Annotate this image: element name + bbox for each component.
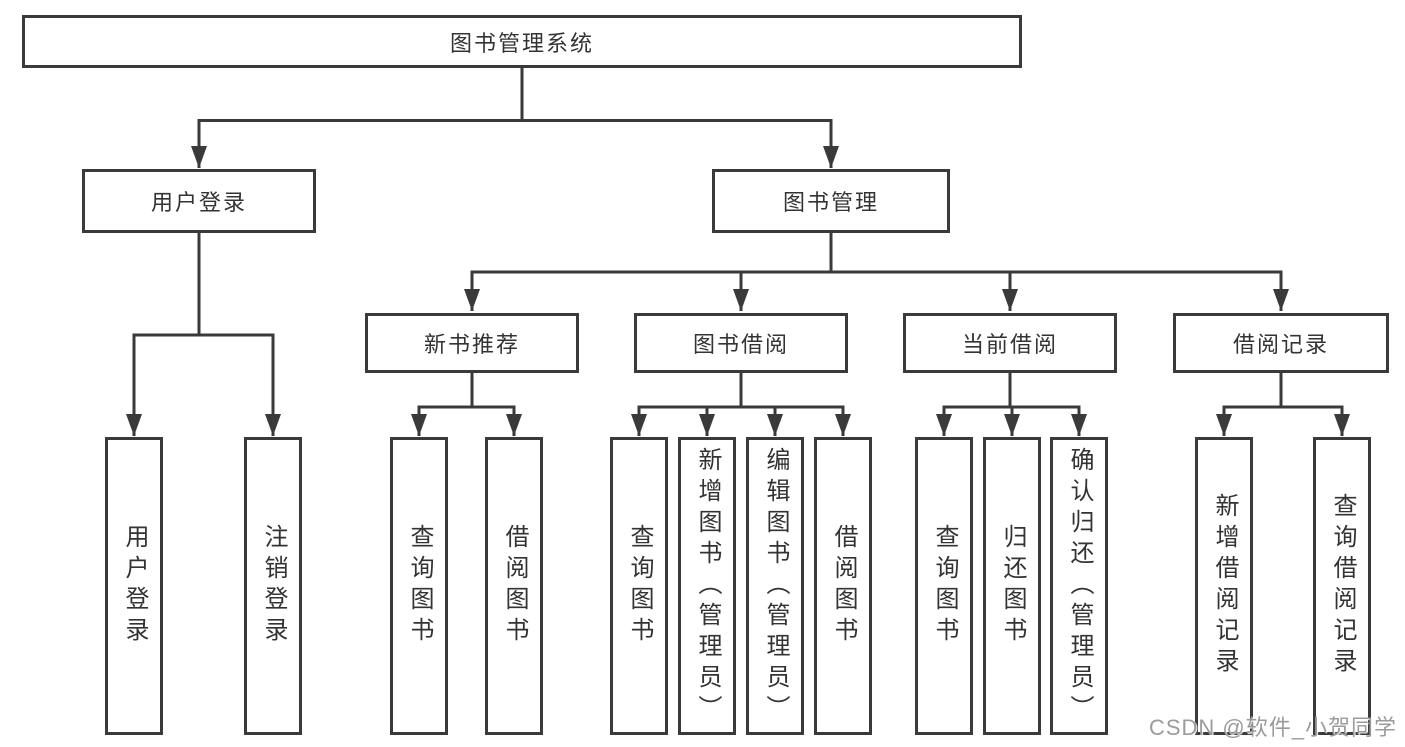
leaf-query-borrow-record: 查询借阅记录 (1313, 437, 1371, 735)
connector-new-rec-children (411, 372, 522, 436)
leaf-add-books-admin: 新增图书（管理员） (678, 437, 736, 735)
node-book-management: 图书管理 (712, 169, 950, 233)
node-borrowing-records: 借阅记录 (1173, 313, 1389, 373)
node-new-book-recommend: 新书推荐 (365, 313, 579, 373)
node-user-login: 用户登录 (82, 169, 316, 233)
connector-current-borrow-children (936, 372, 1087, 436)
leaf-confirm-return-admin: 确认归还（管理员） (1050, 437, 1108, 735)
connector-borrow-records-children (1216, 372, 1350, 436)
connector-root-to-level2 (191, 67, 839, 168)
leaf-return-books: 归还图书 (983, 437, 1041, 735)
leaf-logout: 注销登录 (244, 437, 302, 735)
watermark: CSDN @软件_小贺同学 (1148, 715, 1397, 740)
leaf-edit-books-admin: 编辑图书（管理员） (746, 437, 804, 735)
node-library-system: 图书管理系统 (22, 15, 1022, 68)
leaf-query-books-current: 查询图书 (915, 437, 973, 735)
connector-user-login-children (126, 232, 281, 436)
leaf-add-borrow-record: 新增借阅记录 (1195, 437, 1253, 735)
connector-book-borrow-children (631, 372, 851, 436)
leaf-query-books-recommend: 查询图书 (390, 437, 448, 735)
connector-book-mgmt-children (464, 232, 1289, 311)
node-current-borrowing: 当前借阅 (903, 313, 1117, 373)
leaf-user-login: 用户登录 (105, 437, 163, 735)
leaf-borrow-books-recommend: 借阅图书 (485, 437, 543, 735)
leaf-query-books-borrow: 查询图书 (610, 437, 668, 735)
node-book-borrowing: 图书借阅 (634, 313, 848, 373)
leaf-borrow-books: 借阅图书 (814, 437, 872, 735)
